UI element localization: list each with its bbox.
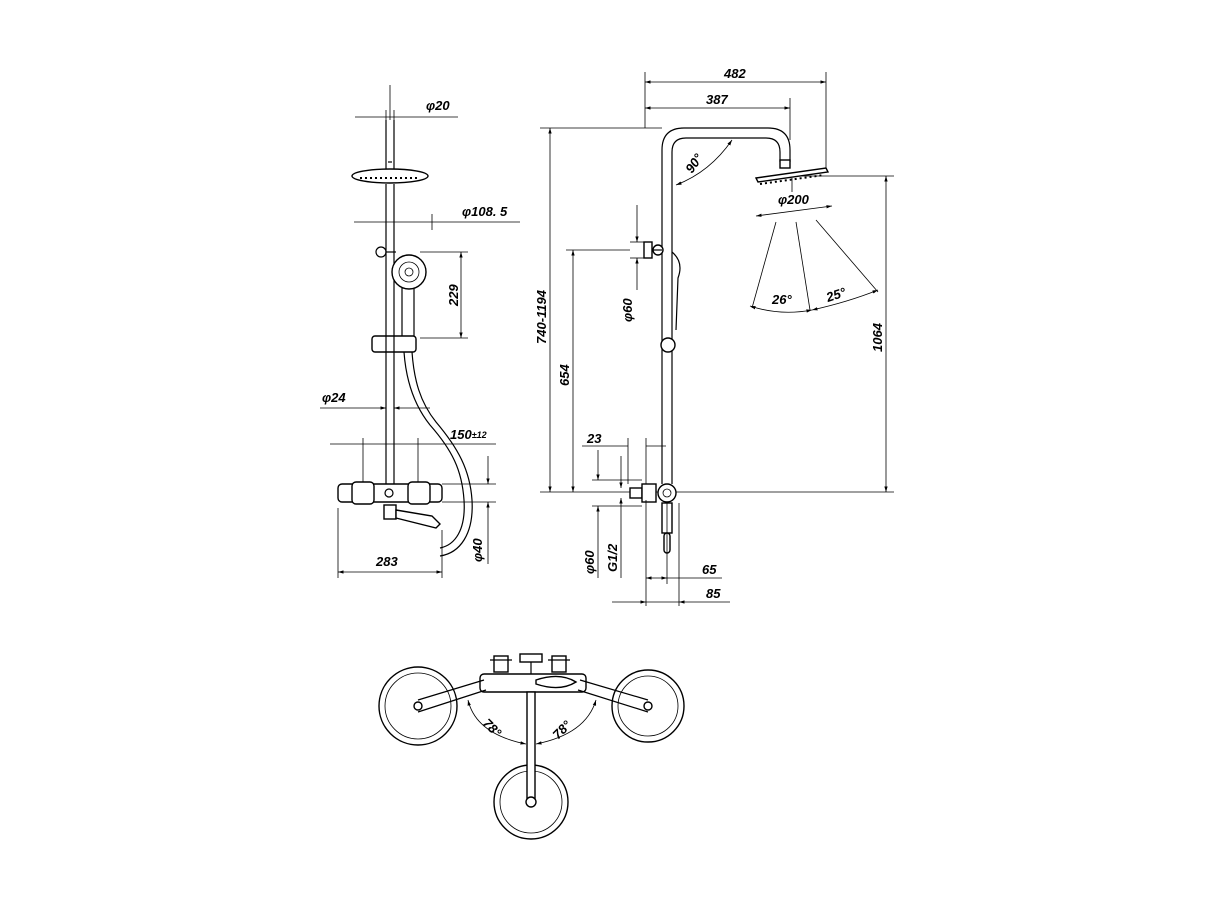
label-hand-shower-dia: φ108. 5	[462, 204, 508, 219]
top-pipe	[385, 85, 395, 170]
side-rail	[660, 250, 681, 484]
label-rail-dia: φ24	[322, 390, 346, 405]
right-wall-arm	[577, 669, 685, 743]
label-mount-offset: 23	[586, 431, 602, 446]
dim-depths: 65 85	[612, 500, 730, 606]
dim-center-distance: 150±12	[330, 427, 496, 484]
top-view: 78° 78°	[378, 653, 685, 840]
dim-adjust-height: 740-1194	[534, 127, 662, 493]
dim-top-pipe-dia: φ20	[355, 98, 458, 124]
rain-head-side	[754, 167, 830, 185]
label-bracket-height: 654	[557, 364, 572, 386]
slider-front	[371, 335, 417, 353]
dim-arm-reach: 387	[645, 92, 791, 140]
hand-shower-front	[375, 246, 427, 338]
label-total-reach: 482	[723, 66, 746, 81]
dim-mount-offset: 23	[582, 431, 666, 484]
label-thread: G1/2	[605, 543, 620, 572]
dim-mixer-width: 283	[337, 508, 443, 578]
label-bracket-dia: φ60	[620, 298, 635, 322]
dim-rail-dia: φ24	[320, 390, 430, 410]
label-spray-right: 25°	[823, 284, 848, 305]
dim-head-dia: φ200	[755, 178, 833, 217]
valve-side	[629, 483, 677, 554]
side-view: 90° 482 387 φ200	[534, 66, 894, 606]
label-arm-reach: 387	[706, 92, 728, 107]
hose	[403, 351, 473, 557]
dim-spout-dia: φ40	[442, 456, 496, 564]
dim-hand-shower-height: 229	[420, 251, 468, 339]
dim-hand-shower-dia: φ108. 5	[354, 204, 520, 230]
dim-escutcheon: φ60 G1/2	[582, 450, 642, 578]
front-rail	[385, 184, 395, 484]
dim-total-reach: 482	[644, 66, 827, 168]
label-depth-1: 65	[702, 562, 717, 577]
dim-bracket-height: 654	[557, 249, 630, 492]
label-total-height: 1064	[870, 322, 885, 352]
label-escutcheon-dia: φ60	[582, 550, 597, 574]
overhead-arm	[661, 127, 791, 250]
front-view: φ20 φ108. 5	[320, 85, 520, 578]
left-wall-arm	[378, 666, 487, 746]
label-spray-left: 26°	[771, 292, 792, 307]
label-mixer-width: 283	[375, 554, 398, 569]
bottom-wall-arm	[493, 691, 569, 840]
label-depth-2: 85	[706, 586, 721, 601]
wall-bracket	[643, 241, 664, 259]
label-adjust-height: 740-1194	[534, 289, 549, 344]
spray-angles: 26° 25°	[749, 219, 879, 313]
label-top-pipe-dia: φ20	[426, 98, 450, 113]
thermostatic-mixer-front	[337, 481, 443, 529]
mixer-top	[479, 653, 587, 693]
label-hand-shower-height: 229	[446, 284, 461, 307]
dim-arm-angle: 90°	[675, 139, 733, 186]
dim-total-height: 1064	[676, 175, 894, 493]
label-center-distance: 150±12	[450, 427, 487, 442]
label-head-dia: φ200	[778, 192, 810, 207]
rain-head-front	[351, 161, 429, 184]
dim-bracket-dia: φ60	[620, 205, 646, 322]
label-spout-dia: φ40	[470, 538, 485, 562]
label-arm-angle: 90°	[682, 150, 706, 175]
label-angle-right: 78°	[550, 717, 575, 742]
